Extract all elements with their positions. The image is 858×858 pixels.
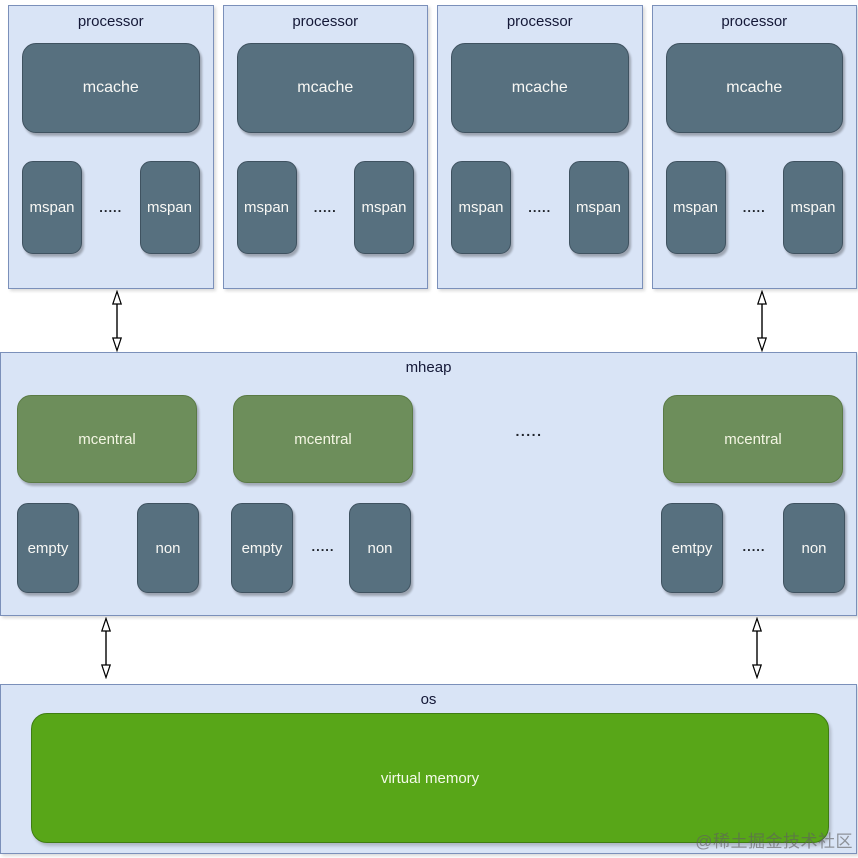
processor-container: processor mcache mspan ..... mspan [651, 5, 857, 289]
virtual-memory-box: virtual memory [31, 713, 829, 843]
mspan-row: mspan ..... mspan [22, 161, 200, 254]
empty-span-box: empty [17, 503, 79, 593]
mcentral-box: mcentral [663, 395, 843, 483]
mspan-box: mspan [665, 161, 726, 254]
ellipsis-label: ..... [742, 539, 766, 554]
ellipsis-label: ..... [528, 200, 552, 215]
bidirectional-arrow-icon [111, 290, 123, 352]
os-container: os virtual memory [0, 684, 857, 854]
mspan-box: mspan [783, 161, 843, 254]
empty-span-box: emtpy [661, 503, 723, 593]
mcache-box: mcache [451, 43, 629, 133]
nonempty-span-box: non [137, 503, 199, 593]
mcache-box: mcache [22, 43, 200, 133]
processor-label: processor [292, 13, 359, 30]
mcache-box: mcache [236, 43, 414, 133]
processor-label: processor [721, 13, 788, 30]
mspan-box: mspan [354, 161, 414, 254]
mcache-box: mcache [665, 43, 843, 133]
mspan-row: mspan ..... mspan [236, 161, 414, 254]
nonempty-span-box: non [349, 503, 411, 593]
mspan-box: mspan [236, 161, 297, 254]
bidirectional-arrow-icon [100, 617, 112, 679]
bidirectional-arrow-icon [756, 290, 768, 352]
mheap-container: mheap mcentral mcentral ..... mcentral e… [0, 352, 857, 616]
mheap-label: mheap [405, 359, 452, 376]
processor-label: processor [77, 13, 144, 30]
os-label: os [420, 691, 437, 708]
bidirectional-arrow-icon [751, 617, 763, 679]
empty-span-box: empty [231, 503, 293, 593]
processor-label: processor [506, 13, 573, 30]
mcentral-box: mcentral [233, 395, 413, 483]
mspan-row: mspan ..... mspan [451, 161, 629, 254]
ellipsis-label: ..... [311, 539, 335, 554]
mspan-box: mspan [139, 161, 200, 254]
mspan-row: mspan ..... mspan [665, 161, 843, 254]
nonempty-span-box: non [783, 503, 845, 593]
ellipsis-label: ..... [313, 200, 337, 215]
ellipsis-label: ..... [99, 200, 123, 215]
mcentral-box: mcentral [17, 395, 197, 483]
ellipsis-label: ..... [742, 200, 766, 215]
watermark: @稀土掘金技术社区 [695, 832, 853, 851]
processor-container: processor mcache mspan ..... mspan [437, 5, 643, 289]
ellipsis-label: ..... [515, 423, 543, 439]
mspan-box: mspan [568, 161, 629, 254]
mspan-box: mspan [451, 161, 511, 254]
processor-container: processor mcache mspan ..... mspan [8, 5, 214, 289]
processor-container: processor mcache mspan ..... mspan [222, 5, 428, 289]
processors-row: processor mcache mspan ..... mspan proce… [8, 5, 857, 289]
mspan-box: mspan [22, 161, 82, 254]
